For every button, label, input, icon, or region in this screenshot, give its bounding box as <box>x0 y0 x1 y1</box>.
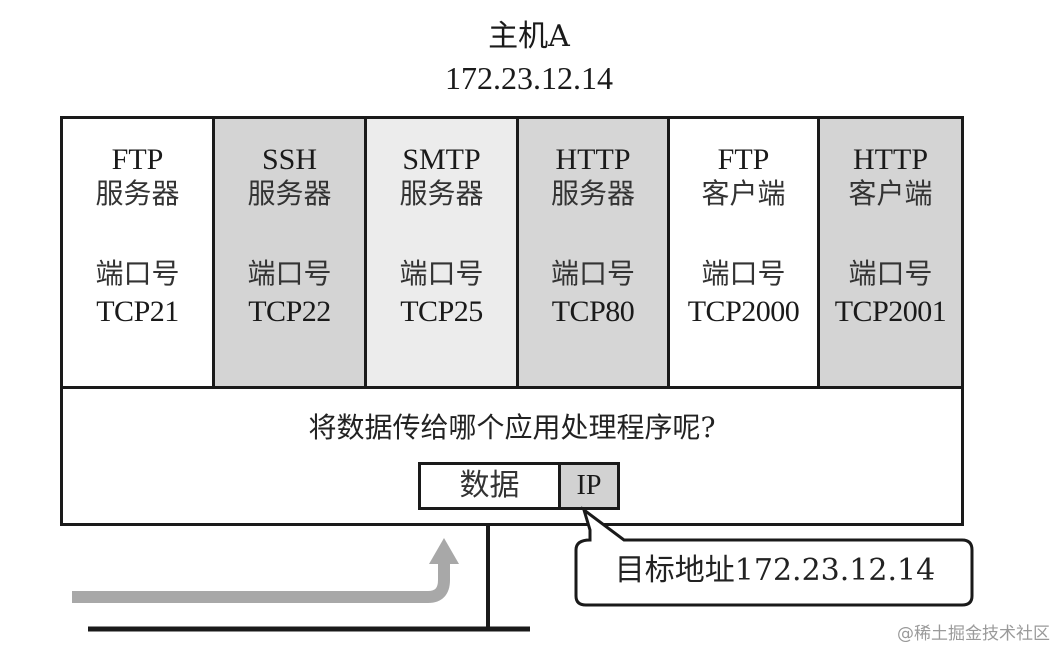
app-protocol: HTTP <box>853 143 928 176</box>
port-number: TCP22 <box>248 295 331 328</box>
app-protocol: FTP <box>717 143 770 176</box>
port-number: TCP25 <box>400 295 483 328</box>
port-label: 端口号 <box>399 257 484 290</box>
port-number: TCP2000 <box>687 295 800 328</box>
app-smtp-server: SMTP 服务器 端口号 TCP25 <box>367 119 519 389</box>
question-text: 将数据传给哪个应用处理程序呢? <box>308 411 716 444</box>
app-protocol: FTP <box>111 143 164 176</box>
app-role: 服务器 <box>247 177 332 210</box>
port-label: 端口号 <box>247 257 332 290</box>
app-ftp-server: FTP 服务器 端口号 TCP21 <box>63 119 215 389</box>
destination-address-label: 目标地址172.23.12.14 <box>614 553 936 588</box>
app-role: 服务器 <box>399 177 484 210</box>
host-name-label: 主机A <box>488 19 570 54</box>
packet-ip-header: IP <box>561 465 617 507</box>
app-http-server: HTTP 服务器 端口号 TCP80 <box>519 119 670 389</box>
application-row: FTP 服务器 端口号 TCP21 SSH 服务器 端口号 TCP22 SMTP… <box>63 119 961 389</box>
port-label: 端口号 <box>95 257 180 290</box>
app-protocol: HTTP <box>555 143 631 176</box>
app-protocol: SSH <box>261 143 318 176</box>
port-label: 端口号 <box>701 257 786 290</box>
app-http-client: HTTP 客户端 端口号 TCP2001 <box>820 119 961 389</box>
incoming-arrow-icon <box>72 538 459 603</box>
host-box <box>60 116 964 526</box>
app-role: 客户端 <box>701 177 786 210</box>
app-role: 服务器 <box>95 177 180 210</box>
app-ssh-server: SSH 服务器 端口号 TCP22 <box>215 119 367 389</box>
port-number: TCP21 <box>96 295 179 328</box>
watermark: @稀土掘金技术社区 <box>897 624 1050 644</box>
port-label: 端口号 <box>848 257 933 290</box>
app-protocol: SMTP <box>402 143 481 176</box>
callout-bubble <box>574 506 974 607</box>
app-role: 客户端 <box>848 177 933 210</box>
host-ip-label: 172.23.12.14 <box>445 60 613 96</box>
ip-packet: 数据 IP <box>418 462 620 510</box>
port-number: TCP80 <box>551 295 635 328</box>
port-label: 端口号 <box>550 257 635 290</box>
packet-data-cell: 数据 <box>421 465 561 507</box>
layer-divider <box>63 386 961 389</box>
port-number: TCP2001 <box>834 295 947 328</box>
app-ftp-client: FTP 客户端 端口号 TCP2000 <box>670 119 820 389</box>
app-role: 服务器 <box>550 177 635 210</box>
